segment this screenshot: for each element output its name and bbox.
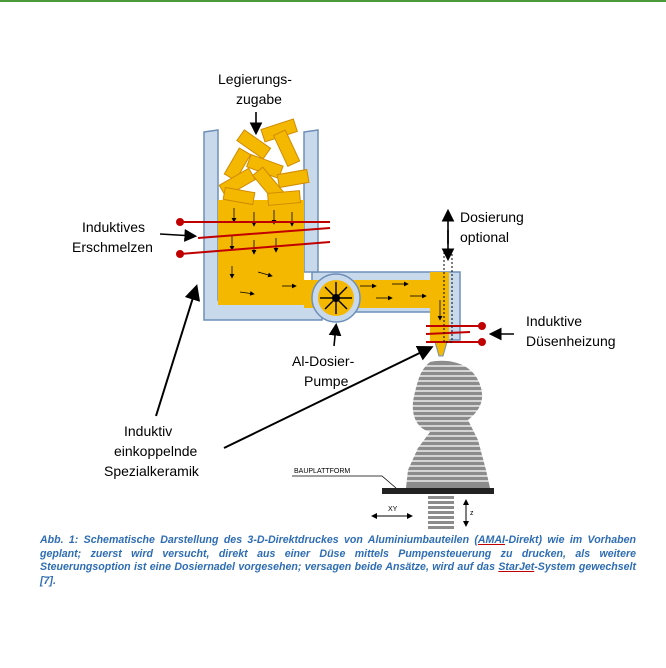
- build-platform-label: BAUPLATTFORM: [294, 468, 350, 475]
- platform-column: [428, 496, 454, 529]
- nozzle-heating-label-2: Düsenheizung: [526, 333, 616, 349]
- figure-caption: Abb. 1: Schematische Darstellung des 3-D…: [40, 534, 636, 588]
- flow-arrows: [229, 208, 443, 321]
- xy-axis-arrow: XY: [371, 506, 413, 519]
- z-axis-label: z: [470, 510, 474, 517]
- dosing-label-1: Dosierung: [460, 209, 524, 225]
- printed-part: [400, 360, 490, 488]
- caption-part-2: -Direkt) wie im Vorhaben geplant; zuerst…: [40, 534, 636, 574]
- ceramic-arrow-1: [155, 284, 201, 417]
- pump-arrow: [328, 322, 342, 347]
- dosing-pump: [311, 273, 361, 323]
- ceramic-label-1: Induktiv: [124, 423, 172, 439]
- build-platform-leader: [292, 475, 397, 489]
- melting-arrow: [159, 229, 198, 242]
- top-accent-line: [0, 0, 666, 2]
- pump-label-2: Pumpe: [304, 373, 349, 389]
- ceramic-label-2: einkoppelnde: [114, 443, 198, 459]
- alloy-addition-label-1: Legierungs-: [218, 71, 292, 87]
- dosing-label-2: optional: [460, 229, 509, 245]
- caption-starjet: StarJet: [498, 561, 535, 574]
- inductive-melting-label-1: Induktives: [82, 219, 145, 235]
- melting-coil: [176, 218, 331, 258]
- caption-amai: AMAI: [477, 534, 505, 546]
- pump-label-1: Al-Dosier-: [292, 353, 355, 369]
- nozzle-melt: [430, 272, 449, 342]
- z-axis-arrow: z: [463, 499, 474, 527]
- nozzle-heating-label-1: Induktive: [526, 313, 582, 329]
- caption-part-1: Abb. 1: Schematische Darstellung des 3-D…: [40, 534, 478, 546]
- nozzle-heating-coil: [425, 322, 486, 346]
- caption-part-3: -System gewechselt [7].: [40, 561, 636, 587]
- alloy-addition-label-2: zugabe: [236, 91, 282, 107]
- inductive-melting-label-2: Erschmelzen: [72, 239, 153, 255]
- molten-aluminium: [218, 200, 304, 305]
- ceramic-arrow-2: [223, 346, 434, 449]
- xy-axis-label: XY: [388, 506, 398, 513]
- am-direct-diagram: BAUPLATTFORM XY z Legierungs- zugabe Ind…: [72, 71, 616, 529]
- alloy-bars: [218, 118, 310, 206]
- nozzle-tip: [434, 341, 448, 357]
- build-platform: [382, 488, 494, 494]
- ceramic-label-3: Spezialkeramik: [104, 463, 200, 479]
